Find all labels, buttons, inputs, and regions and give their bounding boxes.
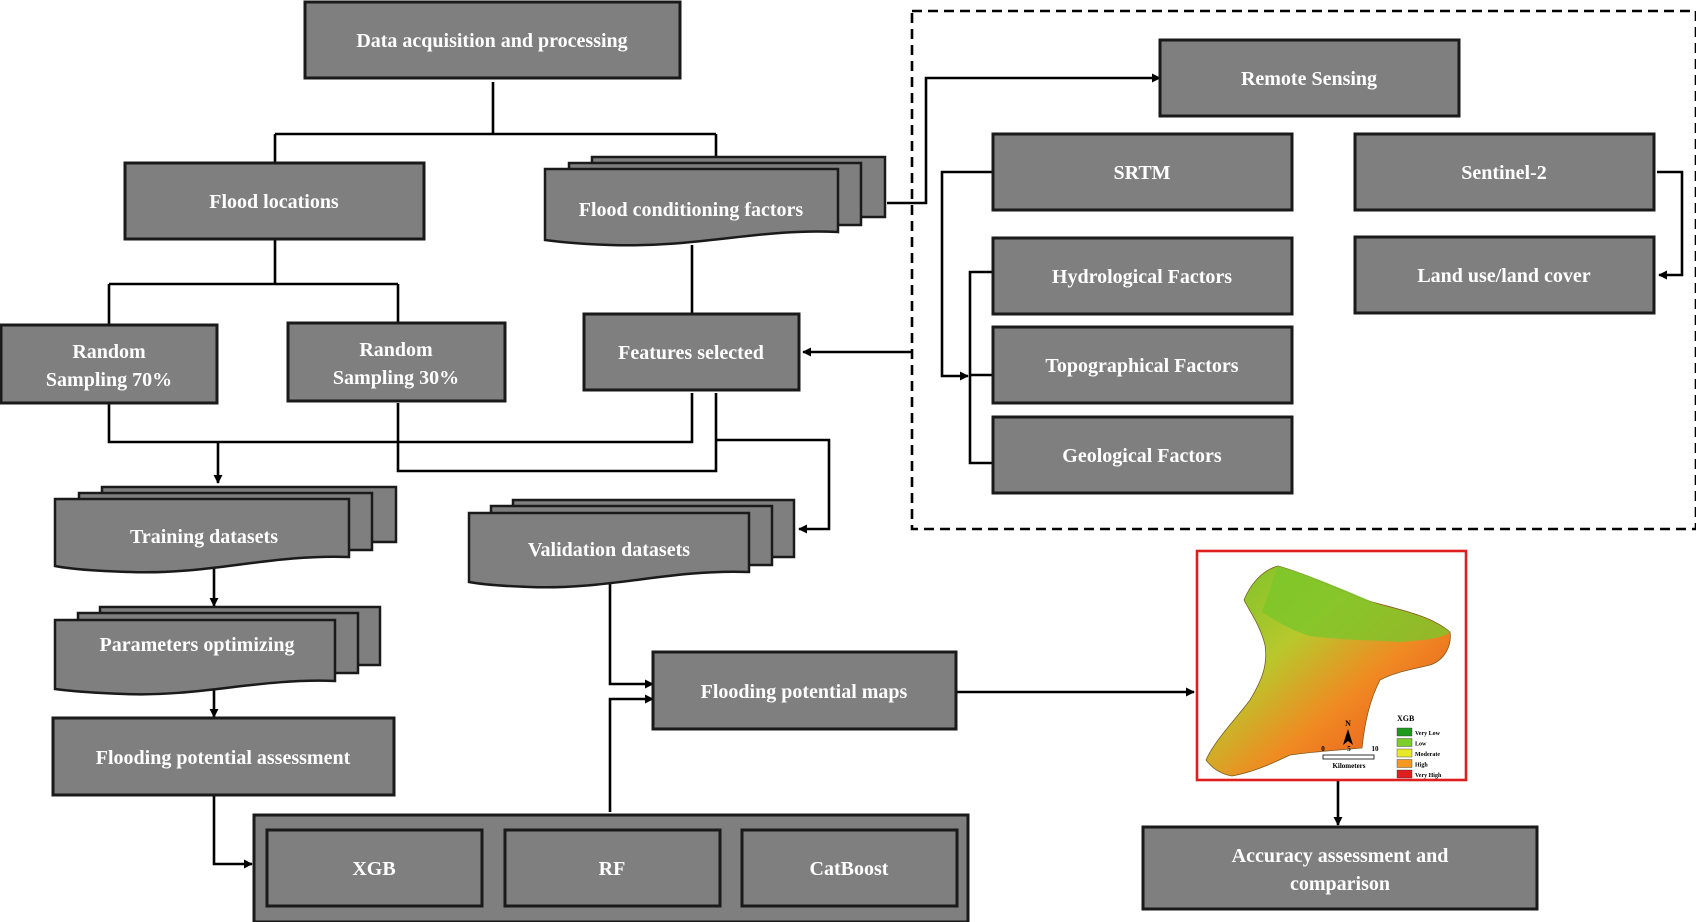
validation-datasets-node: Validation datasets	[467, 498, 796, 589]
models-container: XGB RF CatBoost	[252, 813, 970, 922]
legend-title: XGB	[1397, 714, 1415, 723]
legend-label: Very High	[1415, 773, 1442, 779]
land-use-label: Land use/land cover	[1417, 265, 1590, 287]
flood-locations-node: Flood locations	[123, 161, 426, 241]
remote-sensing-panel	[910, 9, 1696, 531]
remote-sensing-label: Remote Sensing	[1241, 68, 1377, 90]
model-rf: RF	[599, 858, 626, 880]
sentinel-node: Sentinel-2	[1353, 132, 1656, 212]
model-xgb: XGB	[352, 858, 395, 880]
connectors	[107, 73, 1684, 869]
parameters-optimizing-node: Parameters optimizing	[53, 605, 382, 696]
scale-tick-10: 10	[1372, 745, 1380, 753]
legend-label: Very Low	[1415, 731, 1441, 737]
model-catboost: CatBoost	[810, 858, 889, 880]
accuracy-node: Accuracy assessment and comparison	[1141, 825, 1539, 911]
features-selected-label: Features selected	[618, 342, 764, 364]
srtm-label: SRTM	[1113, 162, 1170, 184]
random-70-line2: Sampling 70%	[46, 369, 172, 391]
random-30-line2: Sampling 30%	[333, 367, 459, 389]
flooding-assessment-node: Flooding potential assessment	[51, 716, 396, 797]
legend-label: High	[1415, 763, 1428, 769]
north-label: N	[1345, 719, 1351, 728]
topographical-label: Topographical Factors	[1045, 355, 1238, 377]
parameters-optimizing-label: Parameters optimizing	[100, 634, 295, 656]
random-sampling-70-node: Random Sampling 70%	[0, 323, 219, 405]
accuracy-line2: comparison	[1290, 873, 1390, 895]
scale-unit: Kilometers	[1332, 762, 1365, 770]
legend-swatch	[1396, 769, 1413, 779]
scale-tick-0: 0	[1321, 745, 1325, 753]
hydrological-node: Hydrological Factors	[991, 236, 1294, 316]
accuracy-line1: Accuracy assessment and	[1232, 845, 1449, 867]
flooding-maps-node: Flooding potential maps	[651, 650, 958, 731]
srtm-node: SRTM	[991, 132, 1294, 212]
legend-swatch	[1396, 738, 1413, 747]
random-70-line1: Random	[72, 341, 146, 363]
legend-label: Moderate	[1415, 752, 1440, 758]
features-selected-node: Features selected	[582, 312, 801, 392]
legend-swatch	[1396, 748, 1413, 758]
flood-locations-label: Flood locations	[209, 191, 339, 213]
topographical-node: Topographical Factors	[991, 325, 1294, 405]
flood-potential-map: N 0 5 10 Kilometers XGB Very LowLowModer…	[1195, 549, 1468, 782]
land-use-node: Land use/land cover	[1353, 235, 1656, 315]
flood-conditioning-label: Flood conditioning factors	[579, 199, 804, 221]
flooding-assessment-label: Flooding potential assessment	[96, 747, 351, 769]
remote-sensing-node: Remote Sensing	[1158, 38, 1461, 118]
training-datasets-label: Training datasets	[130, 526, 278, 548]
hydrological-label: Hydrological Factors	[1052, 266, 1232, 288]
scale-bar	[1322, 754, 1375, 760]
validation-datasets-label: Validation datasets	[528, 539, 690, 561]
low-susceptibility-zone	[1262, 566, 1450, 642]
geological-label: Geological Factors	[1062, 445, 1222, 467]
flooding-maps-label: Flooding potential maps	[701, 681, 908, 703]
north-arrow-icon	[1343, 729, 1353, 745]
legend-swatch	[1396, 759, 1413, 768]
legend-label: Low	[1415, 742, 1427, 748]
scale-tick-5: 5	[1347, 745, 1351, 753]
legend-swatch	[1396, 727, 1413, 737]
random-sampling-30-node: Random Sampling 30%	[286, 321, 507, 403]
training-datasets-node: Training datasets	[53, 485, 398, 574]
random-30-line1: Random	[359, 339, 433, 361]
flood-conditioning-node: Flood conditioning factors	[543, 155, 887, 247]
geological-node: Geological Factors	[991, 415, 1294, 495]
sentinel-label: Sentinel-2	[1461, 162, 1547, 184]
data-acquisition-label: Data acquisition and processing	[356, 30, 627, 52]
data-acquisition-node: Data acquisition and processing	[303, 0, 682, 80]
